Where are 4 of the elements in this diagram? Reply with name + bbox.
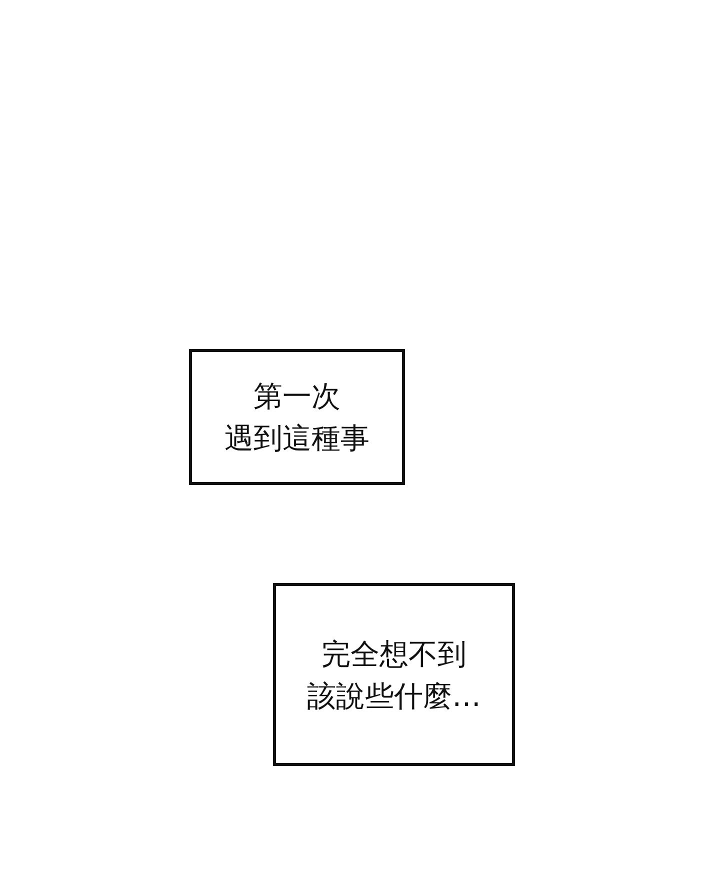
caption-box [273,583,515,766]
caption-text: 完全想不到該說些什麼… [307,636,481,714]
caption-box [189,349,405,485]
caption-text: 第一次遇到這種事 [224,378,370,457]
